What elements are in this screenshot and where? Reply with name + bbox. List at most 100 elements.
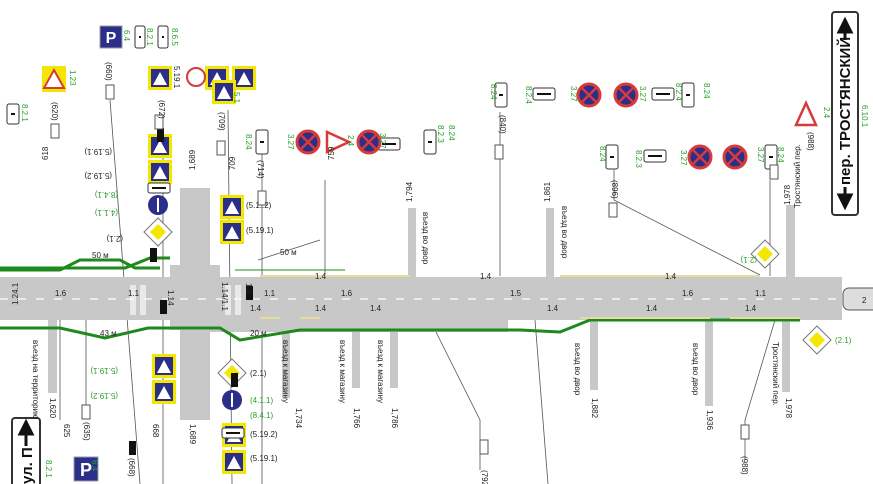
pedestrian-crossing-sign-icon [148,134,172,158]
label-r-11b: 1.1 [264,289,276,298]
label-l-5192p: (5.19.2) [84,171,112,180]
label-l-841p: (8.4.1) [95,190,118,199]
label-b-5192b: (5.19.2) [250,430,278,439]
no-stopping-sign-icon [356,129,382,155]
info-plate-icon [157,25,169,49]
label-l-1861: 1,861 [543,181,552,202]
label-l-660: (660) [104,62,113,81]
label-r-14c: 1.4 [315,304,327,313]
parking-letter: P [106,30,117,47]
sign-post-icon [769,164,779,180]
label-l-24a: 2.4 [346,135,355,147]
label-l-824a: 8.24 [244,134,253,150]
label-l-620: (620) [50,102,59,121]
label-r-12: 1.2 [244,283,253,295]
label-l-51911: (5.19.1) [246,226,274,235]
label-l-824e: 8.2.4 [674,83,683,101]
no-stopping-sign-icon [576,82,602,108]
traffic-light-icon [246,286,253,300]
label-r-114a: 1.14 [166,290,175,306]
label-r-1241: 1.24.1 [11,282,20,305]
driveway [48,318,57,393]
crosswalk-stripe [130,285,136,315]
label-l-5191a: 5.19.1 [172,66,181,89]
label-l-759: 759 [327,146,336,160]
crosswalk-stripe [140,285,146,315]
no-stopping-sign-icon [295,129,321,155]
label-l-24b: 2.4 [822,107,831,119]
label-b-1689: 1,689 [188,424,197,445]
label-l-672: (672) [157,100,166,119]
label-r-14g: 1.4 [547,304,559,313]
label-l-988a: (988) [806,132,815,151]
label-b-5192: (5.19.2) [90,391,118,400]
label-l-840: (840) [498,115,507,134]
parking-sign-icon: P [73,456,99,482]
label-r-14a: 1.4 [315,272,327,281]
label-l-823b: 8.2.3 [634,150,643,168]
straight-arrow-sign-icon [222,390,242,410]
label-l-824f: 8.24 [702,83,711,99]
no-stopping-sign-icon [613,82,639,108]
pedestrian-crossing-sign-icon [220,220,244,244]
street-name-plate-text: 2 [862,296,867,305]
label-r-43: 43 м [100,329,117,338]
label-l-5191p: (5.19.1) [84,147,112,156]
label-b-625: 625 [62,424,71,438]
label-l-1794: 1,794 [405,181,414,202]
label-r-14f: 1.4 [665,272,677,281]
info-plate-icon [6,103,20,125]
street-name-text: пер. ТРОСТЯНСКИЙ [836,37,854,185]
sign-post-icon [740,424,750,440]
parking-sign-icon: P [99,25,123,49]
label-b-1734: 1,734 [294,408,303,429]
label-b-vt: въезд на территорию [31,340,40,419]
label-b-tp2: Тростянский пер. [771,342,780,406]
pedestrian-crossing-sign-icon [222,450,246,474]
info-plate-icon [221,427,245,439]
label-b-1936: 1,936 [705,410,714,431]
driveway [546,208,554,278]
label-b-1786: 1,786 [390,408,399,429]
main-road-sign-icon [750,239,780,269]
label-l-327c: 3.27 [569,86,578,102]
label-l-1978a: 1,978 [783,184,792,205]
sign-post-icon [105,84,115,100]
no-stopping-sign-icon [722,144,748,170]
pedestrian-crossing-sign-icon [148,160,172,184]
label-b-vd3: въезд во двор [573,343,582,396]
green-zone-line [0,318,800,342]
info-plate-icon [643,149,667,163]
driveway [352,318,360,388]
label-r-16c: 1.6 [682,289,694,298]
no-stopping-sign-icon [687,144,713,170]
label-b-988: (988) [740,456,749,475]
label-l-824h: 8.24 [776,147,785,163]
label-l-327d: 3.27 [638,86,647,102]
sign-post-icon [216,140,226,156]
label-r-11c: 1.1 [755,289,767,298]
label-b-635: (635) [82,422,91,441]
street-name-text: ул. П [19,447,36,484]
label-b-821: 8.2.1 [44,460,53,478]
label-l-618: 618 [41,146,50,160]
traffic-light-icon [231,373,238,387]
label-b-1766: 1,766 [352,408,361,429]
driveway [705,318,713,406]
label-r-16a: 1.6 [55,289,67,298]
info-plate-icon [147,182,171,194]
label-r-14i: 1.4 [745,304,757,313]
label-b-vm2: въезд к магазину [338,340,347,403]
label-l-vd1: въезд во двор [421,212,430,265]
sign-post-icon [81,404,91,420]
street-name-sign-ul-p: ул. П [11,417,41,484]
pedestrian-crossing-sign-icon [152,380,176,404]
driveway [786,205,795,278]
label-b-792: (792) [480,470,489,484]
label-b-vm3: въезд к магазину [376,340,385,403]
crosswalk-stripe [225,285,231,315]
label-b-411: (4.1.1) [250,396,273,405]
info-plate-icon [494,82,508,108]
